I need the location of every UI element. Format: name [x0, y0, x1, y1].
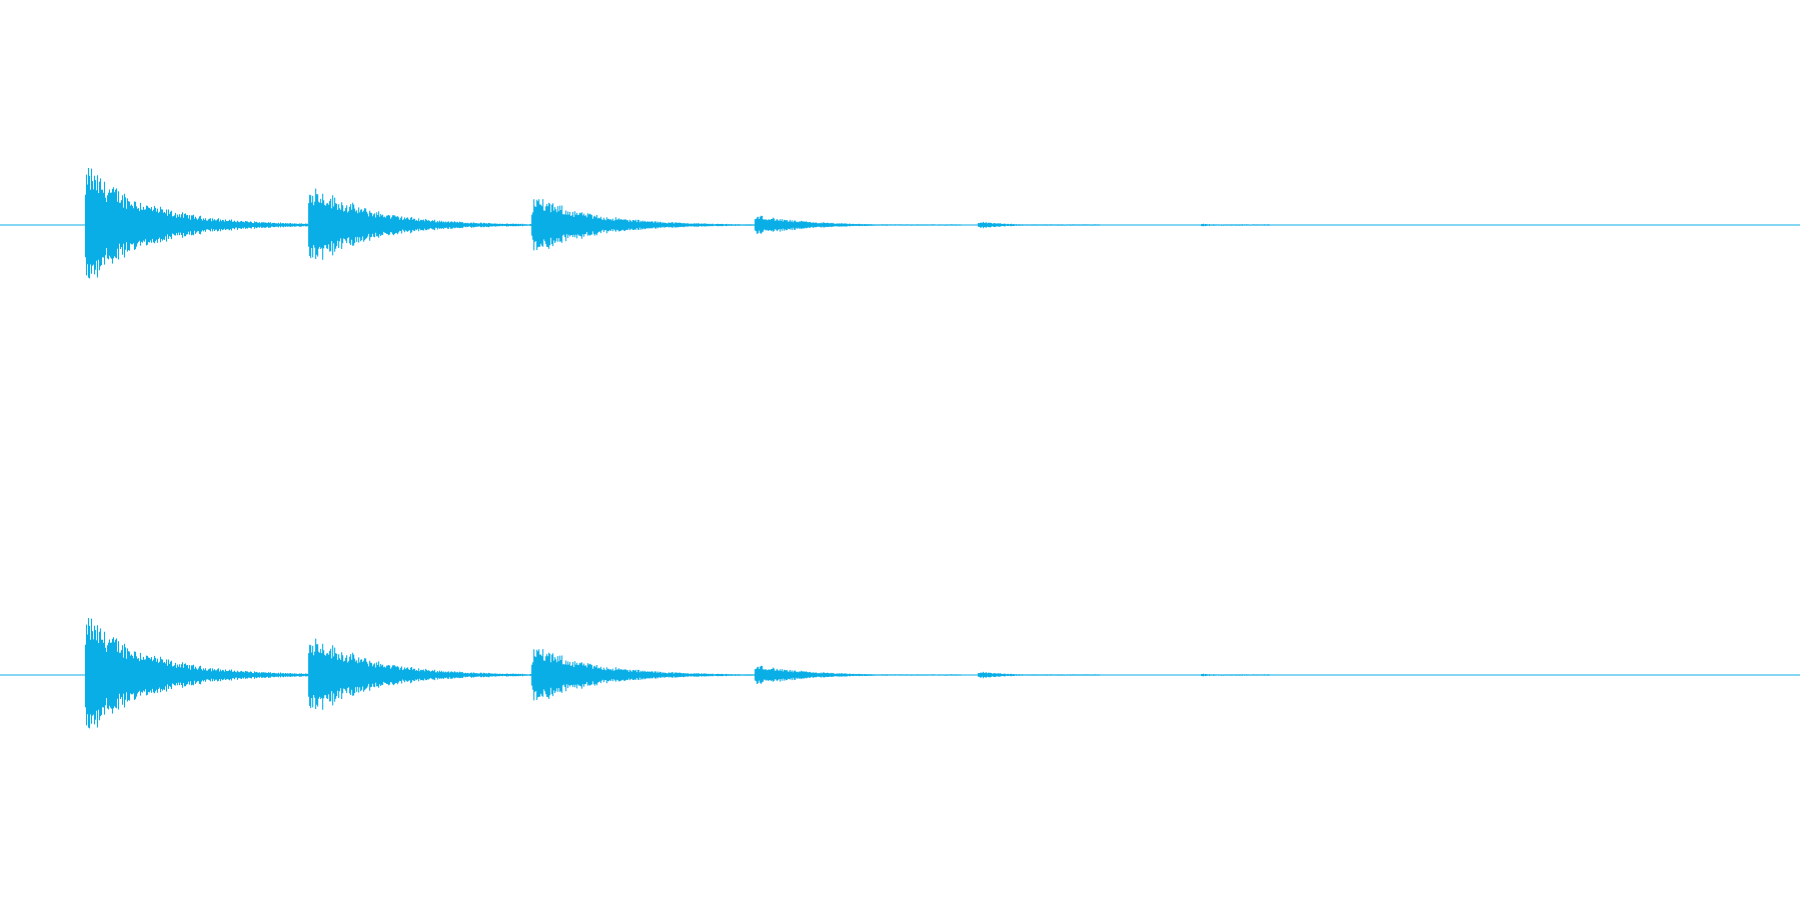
waveform-burst-6 — [1200, 223, 1271, 227]
waveform-burst-5 — [977, 221, 1100, 229]
waveform-channel-right — [0, 618, 1800, 729]
waveform-channel-left — [0, 168, 1800, 279]
waveform-burst-4 — [754, 665, 962, 684]
waveform-burst-5 — [977, 671, 1100, 679]
waveform-burst-3 — [531, 649, 788, 701]
waveform-burst-1 — [84, 168, 342, 279]
waveform-burst-3 — [531, 199, 788, 251]
waveform-burst-2 — [308, 638, 565, 710]
waveform-burst-2 — [308, 188, 565, 260]
waveform-burst-6 — [1200, 673, 1271, 677]
waveform-burst-1 — [84, 618, 342, 729]
waveform-burst-4 — [754, 215, 962, 234]
